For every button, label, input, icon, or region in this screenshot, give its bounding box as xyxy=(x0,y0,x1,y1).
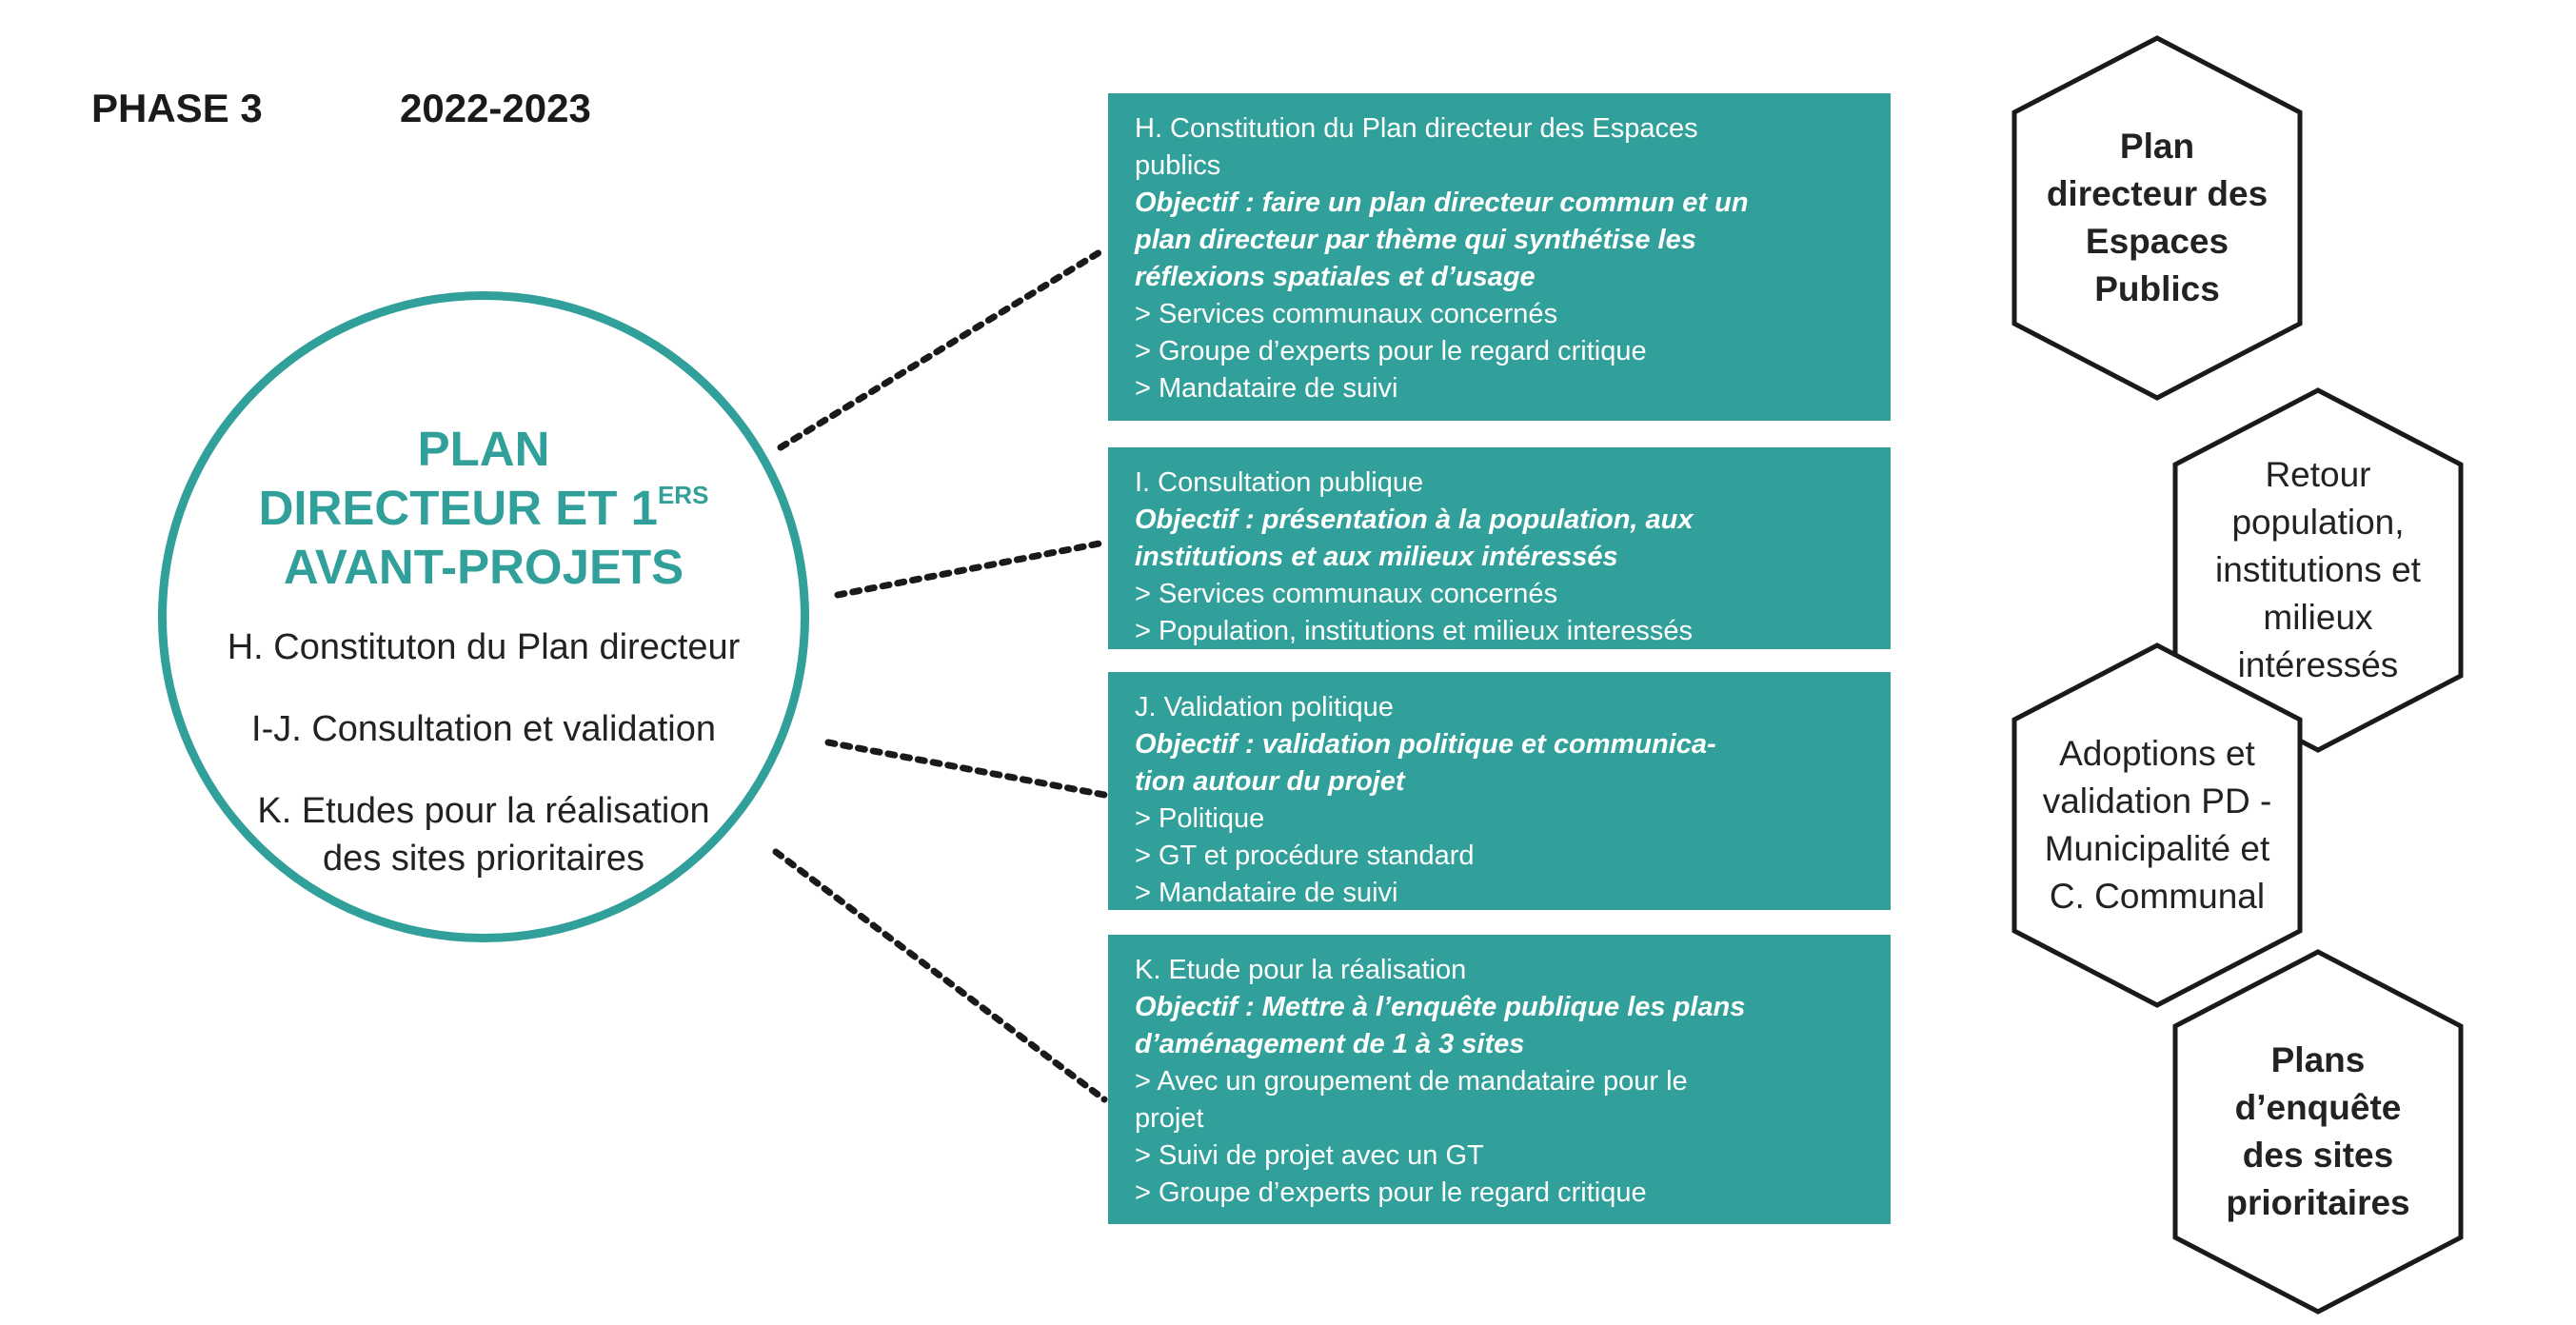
circle-title-line1: PLAN xyxy=(417,422,550,476)
hexagon-2-line-5: intéressés xyxy=(2237,645,2399,684)
box-j-objective-1: Objectif : validation politique et commu… xyxy=(1135,729,1716,760)
box-h-constitution: H. Constitution du Plan directeur des Es… xyxy=(1108,93,1891,421)
hexagon-1-line-4: Publics xyxy=(2094,269,2220,308)
box-i-objective-2: institutions et aux milieux intéressés xyxy=(1135,542,1618,572)
connector-k xyxy=(772,848,1108,1103)
hexagon-2-line-2: population, xyxy=(2231,503,2405,542)
box-k-title-1: K. Etude pour la réalisation xyxy=(1135,955,1467,985)
box-j-title-1: J. Validation politique xyxy=(1135,692,1394,722)
hexagon-1-line-2: directeur des xyxy=(2046,174,2269,213)
hexagon-2-label: Retour population, institutions et milie… xyxy=(2175,447,2461,693)
box-k-bullet-2: projet xyxy=(1135,1103,1204,1134)
box-i-title-1: I. Consultation publique xyxy=(1135,467,1424,498)
box-k-objective-1: Objectif : Mettre à l’enquête publique l… xyxy=(1135,992,1746,1022)
hexagon-1-label: Plan directeur des Espaces Publics xyxy=(2014,112,2300,324)
circle-title: PLAN DIRECTEUR ET 1ERS AVANT-PROJETS xyxy=(167,420,801,597)
box-i-consultation: I. Consultation publique Objectif : prés… xyxy=(1108,447,1891,649)
circle-title-line3: AVANT-PROJETS xyxy=(283,540,684,594)
hexagon-1-line-1: Plan xyxy=(2119,127,2195,166)
box-h-objective-1: Objectif : faire un plan directeur commu… xyxy=(1135,188,1749,218)
hexagon-2-line-1: Retour xyxy=(2265,455,2371,494)
hexagon-4-line-2: d’enquête xyxy=(2234,1088,2402,1127)
hexagon-3-line-2: validation PD - xyxy=(2042,781,2272,821)
hexagon-2 xyxy=(2172,387,2464,753)
box-j-bullet-1: > Politique xyxy=(1135,803,1265,834)
box-h-bullet-3: > Mandataire de suivi xyxy=(1135,373,1398,404)
plan-directeur-circle: PLAN DIRECTEUR ET 1ERS AVANT-PROJETS H. … xyxy=(158,291,809,942)
hexagon-2-line-4: milieux xyxy=(2263,598,2373,637)
hexagon-4-line-3: des sites xyxy=(2242,1136,2394,1175)
box-k-bullet-1: > Avec un groupement de mandataire pour … xyxy=(1135,1066,1688,1097)
connector-i xyxy=(834,539,1108,599)
circle-item-k-line2: des sites prioritaires xyxy=(323,839,644,879)
hexagon-4-label: Plans d’enquête des sites prioritaires xyxy=(2175,1026,2461,1237)
box-k-objective-2: d’aménagement de 1 à 3 sites xyxy=(1135,1029,1525,1059)
connector-h xyxy=(777,246,1108,451)
circle-item-ij: I-J. Consultation et validation xyxy=(251,709,716,749)
phase-years: 2022-2023 xyxy=(400,86,591,130)
hexagon-1-line-3: Espaces xyxy=(2085,222,2229,261)
box-k-etude: K. Etude pour la réalisation Objectif : … xyxy=(1108,935,1891,1224)
box-h-bullet-1: > Services communaux concernés xyxy=(1135,299,1558,329)
hexagon-1 xyxy=(2011,35,2303,401)
hexagon-3-line-1: Adoptions et xyxy=(2059,734,2255,773)
circle-title-superscript: ERS xyxy=(657,481,709,509)
box-h-objective-3: réflexions spatiales et d’usage xyxy=(1135,262,1536,292)
hexagon-4-line-1: Plans xyxy=(2270,1040,2366,1079)
hexagon-3-label: Adoptions et validation PD - Municipalit… xyxy=(2014,720,2300,931)
hexagon-3-line-4: C. Communal xyxy=(2049,877,2266,916)
box-k-bullet-3: > Suivi de projet avec un GT xyxy=(1135,1140,1484,1171)
box-i-objective-1: Objectif : présentation à la population,… xyxy=(1135,504,1694,535)
box-i-bullet-1: > Services communaux concernés xyxy=(1135,579,1558,609)
circle-item-h: H. Constituton du Plan directeur xyxy=(227,627,741,667)
hexagon-3-line-3: Municipalité et xyxy=(2044,829,2270,868)
box-h-title-2: publics xyxy=(1135,150,1221,181)
box-h-objective-2: plan directeur par thème qui synthétise … xyxy=(1135,225,1696,255)
box-i-bullet-2: > Population, institutions et milieux in… xyxy=(1135,616,1693,646)
hexagon-2-line-3: institutions et xyxy=(2215,550,2421,589)
connector-j xyxy=(824,739,1108,799)
hexagon-3 xyxy=(2011,643,2303,1008)
box-h-title-1: H. Constitution du Plan directeur des Es… xyxy=(1135,113,1698,144)
circle-title-line2-text: DIRECTEUR ET 1 xyxy=(258,481,658,535)
box-j-bullet-2: > GT et procédure standard xyxy=(1135,840,1475,871)
circle-title-line2: DIRECTEUR ET 1ERS xyxy=(167,479,801,538)
hexagon-4 xyxy=(2172,949,2464,1315)
box-j-bullet-3: > Mandataire de suivi xyxy=(1135,878,1398,908)
hexagon-4-line-4: prioritaires xyxy=(2226,1183,2410,1222)
box-j-validation: J. Validation politique Objectif : valid… xyxy=(1108,672,1891,910)
box-k-bullet-4: > Groupe d’experts pour le regard critiq… xyxy=(1135,1177,1647,1208)
phase-label: PHASE 3 xyxy=(91,86,263,130)
box-h-bullet-2: > Groupe d’experts pour le regard critiq… xyxy=(1135,336,1647,366)
circle-item-k-line1: K. Etudes pour la réalisation xyxy=(257,791,710,831)
box-j-objective-2: tion autour du projet xyxy=(1135,766,1405,797)
